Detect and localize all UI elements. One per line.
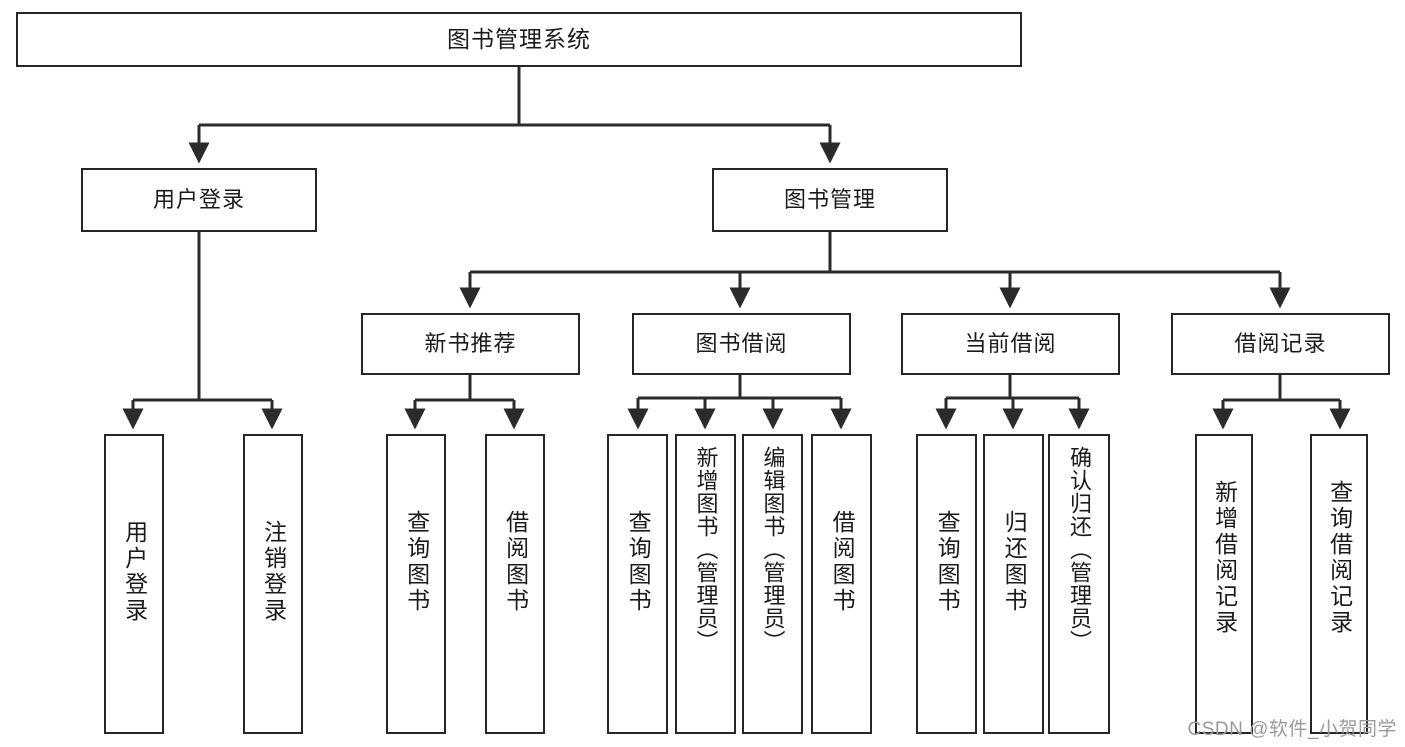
node-borrow-record-label: 借阅记录 (1234, 330, 1327, 356)
leaf-return-book[interactable]: 归还图书 (983, 434, 1044, 734)
leaf-user-login[interactable]: 用户登录 (104, 434, 164, 734)
leaf-query-record[interactable]: 查询借阅记录 (1310, 434, 1368, 734)
node-root-label: 图书管理系统 (447, 25, 591, 52)
leaf-confirm-return[interactable]: 确认归还（管理员） (1048, 434, 1110, 734)
leaf-borrow-book-1-label: 借阅图书 (502, 510, 529, 614)
node-user-login[interactable]: 用户登录 (81, 168, 317, 232)
leaf-borrow-book-1[interactable]: 借阅图书 (485, 434, 545, 734)
leaf-query-book-1[interactable]: 查询图书 (386, 434, 446, 734)
leaf-return-book-label: 归还图书 (1001, 510, 1028, 614)
node-book-borrow-label: 图书借阅 (695, 330, 788, 356)
leaf-add-record-label: 新增借阅记录 (1211, 480, 1238, 636)
leaf-edit-book[interactable]: 编辑图书（管理员） (742, 434, 803, 734)
node-current-borrow-label: 当前借阅 (964, 330, 1057, 356)
leaf-add-record[interactable]: 新增借阅记录 (1195, 434, 1253, 734)
leaf-query-book-2[interactable]: 查询图书 (607, 434, 668, 734)
leaf-query-book-1-label: 查询图书 (403, 510, 430, 614)
leaf-user-login-label: 用户登录 (121, 520, 148, 624)
node-borrow-record[interactable]: 借阅记录 (1171, 313, 1390, 375)
leaf-edit-book-label: 编辑图书（管理员） (760, 446, 786, 653)
node-book-manage[interactable]: 图书管理 (712, 168, 948, 232)
leaf-logout[interactable]: 注销登录 (243, 434, 303, 734)
leaf-query-book-2-label: 查询图书 (625, 510, 652, 614)
leaf-query-book-3-label: 查询图书 (934, 510, 961, 614)
leaf-borrow-book-2[interactable]: 借阅图书 (811, 434, 872, 734)
node-new-book-rec-label: 新书推荐 (424, 330, 517, 356)
node-current-borrow[interactable]: 当前借阅 (901, 313, 1120, 375)
node-new-book-rec[interactable]: 新书推荐 (361, 313, 580, 375)
leaf-logout-label: 注销登录 (260, 520, 287, 624)
node-user-login-label: 用户登录 (152, 186, 245, 212)
leaf-query-book-3[interactable]: 查询图书 (916, 434, 977, 734)
leaf-add-book-label: 新增图书（管理员） (693, 446, 719, 653)
leaf-borrow-book-2-label: 借阅图书 (829, 510, 856, 614)
leaf-add-book[interactable]: 新增图书（管理员） (675, 434, 736, 734)
node-book-manage-label: 图书管理 (783, 186, 876, 212)
node-book-borrow[interactable]: 图书借阅 (632, 313, 851, 375)
leaf-query-record-label: 查询借阅记录 (1326, 480, 1353, 636)
leaf-confirm-return-label: 确认归还（管理员） (1066, 446, 1092, 653)
node-root[interactable]: 图书管理系统 (16, 12, 1022, 67)
